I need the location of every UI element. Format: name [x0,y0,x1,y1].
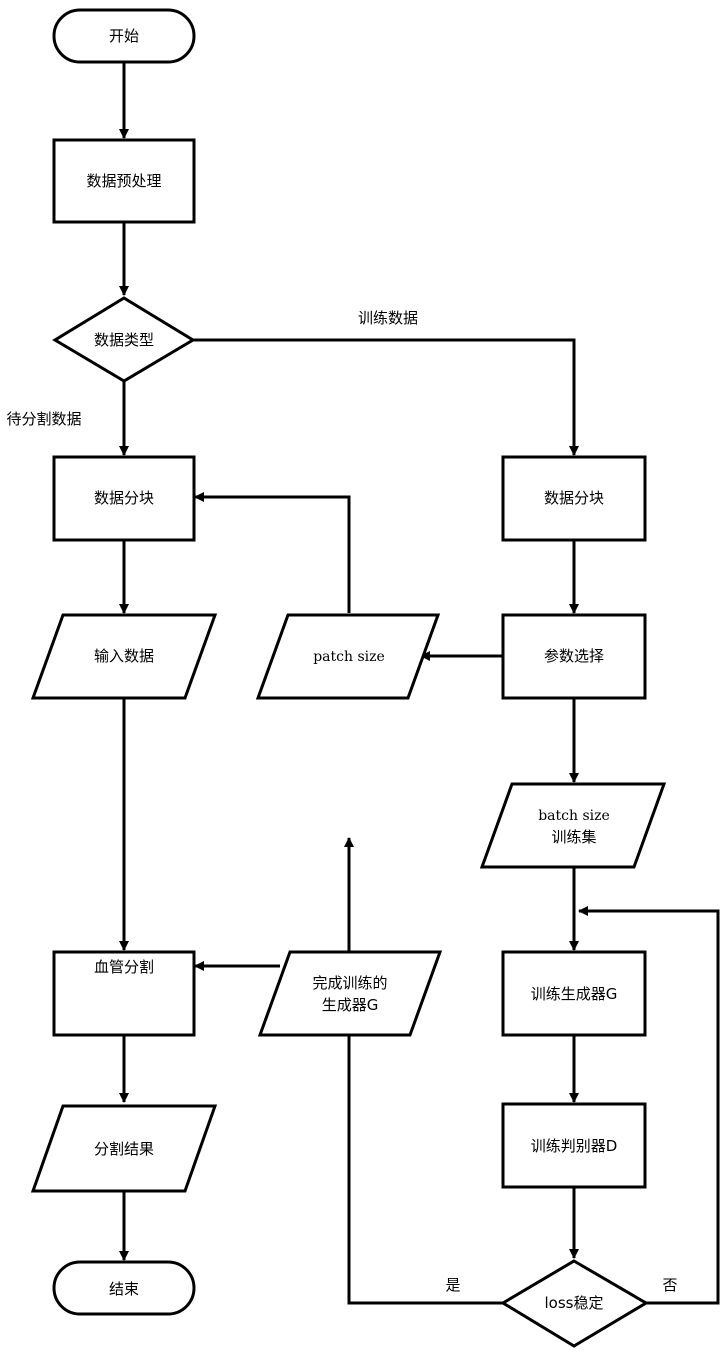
node-train-d: 训练判别器D [503,1104,645,1187]
node-data-type: 数据类型 [55,298,193,381]
node-start: 开始 [54,10,194,62]
edge-loss-yes [349,838,503,1303]
node-preprocess: 数据预处理 [54,140,194,222]
edge-patchsize-splitleft [195,497,349,613]
data-type-label: 数据类型 [94,331,154,349]
batch-label-line2: 训练集 [551,828,596,846]
batch-parallelogram [482,784,664,867]
seg-result-label: 分割结果 [94,1140,154,1158]
node-trained-g: 完成训练的 生成器G [260,952,440,1035]
input-data-label: 输入数据 [94,647,154,665]
end-label: 结束 [109,1280,139,1298]
node-vessel-seg: 血管分割 [54,952,194,1035]
vessel-seg-label: 血管分割 [94,958,154,976]
node-train-g: 训练生成器G [503,952,645,1035]
split-left-label: 数据分块 [94,489,154,507]
node-patch-size: patch size [258,615,438,698]
param-select-label: 参数选择 [544,647,604,665]
preprocess-label: 数据预处理 [86,172,161,190]
node-split-left: 数据分块 [54,457,194,540]
node-seg-result: 分割结果 [33,1106,215,1191]
edge-label-no: 否 [662,1276,677,1294]
node-loss-stable: loss稳定 [503,1261,646,1346]
trained-g-label-line2: 生成器G [322,996,379,1014]
start-label: 开始 [109,27,139,45]
patch-size-label: patch size [313,649,385,665]
loss-stable-label: loss稳定 [545,1294,604,1312]
edge-label-yes: 是 [445,1276,460,1294]
trained-g-label-line1: 完成训练的 [312,974,387,992]
node-split-right: 数据分块 [503,457,645,540]
trained-g-parallelogram [260,952,440,1035]
edge-datatype-splitright [193,340,574,455]
train-d-label: 训练判别器D [531,1137,618,1155]
node-batch: batch size 训练集 [482,784,664,867]
edge-label-train-data: 训练数据 [358,309,418,327]
node-end: 结束 [54,1262,194,1314]
split-right-label: 数据分块 [544,489,604,507]
batch-label-line1: batch size [538,808,610,824]
node-input-data: 输入数据 [33,615,215,698]
node-param-select: 参数选择 [503,615,645,698]
edge-label-to-segment: 待分割数据 [6,410,81,428]
train-g-label: 训练生成器G [531,985,618,1003]
